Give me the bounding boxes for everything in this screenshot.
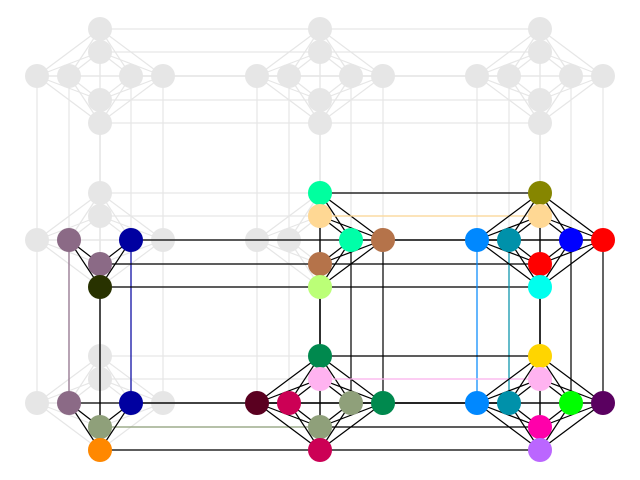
active-edge bbox=[539, 355, 604, 404]
inactive-node bbox=[151, 64, 175, 88]
active-node bbox=[528, 415, 552, 439]
active-node bbox=[528, 367, 552, 391]
inactive-node bbox=[25, 64, 49, 88]
inactive-node bbox=[88, 181, 112, 205]
active-edge bbox=[476, 355, 541, 404]
inactive-node bbox=[528, 111, 552, 135]
active-node bbox=[371, 391, 395, 415]
inactive-node bbox=[119, 64, 143, 88]
inactive-node bbox=[528, 88, 552, 112]
active-node bbox=[591, 228, 615, 252]
active-node bbox=[88, 252, 112, 276]
active-edge bbox=[476, 239, 541, 288]
inactive-node bbox=[308, 40, 332, 64]
active-node bbox=[591, 391, 615, 415]
active-node bbox=[528, 252, 552, 276]
active-edge bbox=[539, 402, 604, 451]
active-node bbox=[308, 252, 332, 276]
inactive-node bbox=[88, 40, 112, 64]
inactive-node bbox=[88, 111, 112, 135]
active-edge bbox=[319, 239, 384, 288]
active-node bbox=[559, 391, 583, 415]
active-edge bbox=[539, 192, 604, 241]
active-node bbox=[308, 204, 332, 228]
active-node bbox=[277, 391, 301, 415]
active-node bbox=[308, 367, 332, 391]
active-node bbox=[465, 391, 489, 415]
active-node bbox=[88, 438, 112, 462]
active-node bbox=[245, 391, 269, 415]
active-node bbox=[57, 228, 81, 252]
inactive-node bbox=[57, 64, 81, 88]
inactive-node bbox=[339, 64, 363, 88]
active-node bbox=[119, 391, 143, 415]
inactive-node bbox=[277, 64, 301, 88]
inactive-node bbox=[245, 64, 269, 88]
inactive-node bbox=[308, 88, 332, 112]
active-node bbox=[528, 438, 552, 462]
inactive-node bbox=[465, 64, 489, 88]
active-node bbox=[528, 204, 552, 228]
inactive-edge bbox=[256, 192, 321, 241]
active-node bbox=[559, 228, 583, 252]
active-node bbox=[528, 275, 552, 299]
active-edge bbox=[256, 355, 321, 404]
active-edges bbox=[68, 192, 604, 451]
inactive-edge bbox=[539, 28, 604, 77]
active-edge bbox=[476, 192, 541, 241]
active-node bbox=[57, 391, 81, 415]
active-node bbox=[497, 228, 521, 252]
inactive-node bbox=[308, 17, 332, 41]
active-edge bbox=[256, 402, 321, 451]
active-node bbox=[308, 438, 332, 462]
inactive-node bbox=[559, 64, 583, 88]
active-node bbox=[119, 228, 143, 252]
active-node bbox=[465, 228, 489, 252]
active-node bbox=[339, 228, 363, 252]
active-node bbox=[371, 228, 395, 252]
inactive-node bbox=[497, 64, 521, 88]
inactive-node bbox=[88, 204, 112, 228]
inactive-node bbox=[591, 64, 615, 88]
active-edge bbox=[539, 239, 604, 288]
inactive-node bbox=[528, 40, 552, 64]
inactive-node bbox=[528, 17, 552, 41]
inactive-edge bbox=[256, 28, 321, 77]
active-node bbox=[308, 415, 332, 439]
inactive-node bbox=[25, 391, 49, 415]
active-node bbox=[339, 391, 363, 415]
active-node bbox=[308, 181, 332, 205]
inactive-node bbox=[88, 17, 112, 41]
active-nodes bbox=[57, 181, 615, 462]
active-edge bbox=[476, 402, 541, 451]
active-node bbox=[528, 181, 552, 205]
inactive-node bbox=[25, 228, 49, 252]
inactive-node bbox=[371, 64, 395, 88]
active-node bbox=[497, 391, 521, 415]
active-node bbox=[308, 344, 332, 368]
active-node bbox=[308, 275, 332, 299]
inactive-edge bbox=[36, 28, 101, 77]
inactive-edge bbox=[476, 28, 541, 77]
active-node bbox=[88, 275, 112, 299]
inactive-edge bbox=[36, 192, 101, 241]
inactive-node bbox=[88, 88, 112, 112]
active-node bbox=[88, 415, 112, 439]
active-node bbox=[528, 344, 552, 368]
active-edge bbox=[319, 402, 384, 451]
inactive-node bbox=[308, 111, 332, 135]
inactive-edge bbox=[36, 402, 101, 451]
